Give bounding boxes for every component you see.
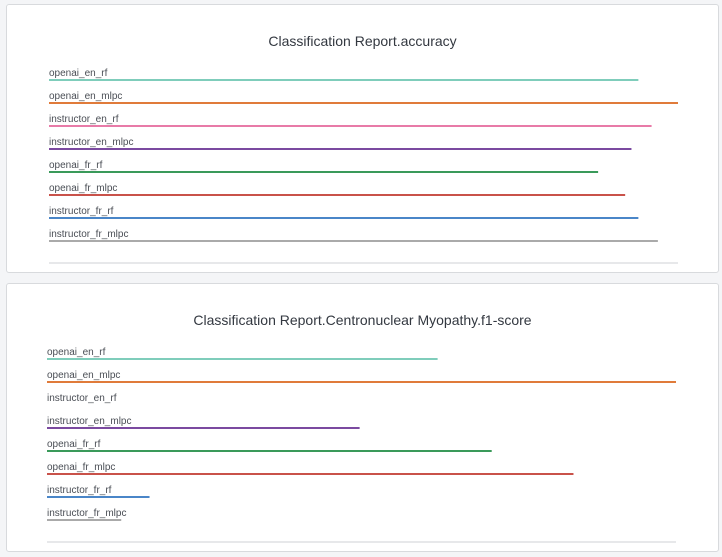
bar-label: openai_fr_rf [47,439,101,450]
bar-label: openai_en_rf [49,68,108,79]
bar-label: instructor_en_mlpc [47,416,131,427]
bar[interactable] [49,79,639,81]
bar[interactable] [49,171,599,173]
bar[interactable] [47,473,574,475]
bar-label: instructor_fr_mlpc [47,508,126,519]
bar-label: instructor_en_rf [47,393,117,404]
f1-score-chart: openai_en_rf openai_en_mlpc instructor_en_… [47,347,676,543]
bar-label: instructor_fr_mlpc [49,229,128,240]
chart-title: Classification Report.Centronuclear Myop… [193,312,532,328]
bar[interactable] [47,496,150,498]
bar[interactable] [49,102,678,104]
bar-label: instructor_en_rf [49,114,119,125]
bar-label: instructor_fr_rf [47,485,112,496]
bar-label: openai_fr_mlpc [49,183,117,194]
bar-label: openai_en_rf [47,347,106,358]
bar-label: openai_en_mlpc [47,370,120,381]
bar-label: instructor_en_mlpc [49,137,133,148]
chart-panel-f1-score: Classification Report.Centronuclear Myop… [6,283,719,552]
bar[interactable] [49,125,652,127]
bar-label: openai_en_mlpc [49,91,122,102]
bar-label: openai_fr_rf [49,160,103,171]
bar[interactable] [47,519,122,521]
bar[interactable] [49,217,639,219]
bar[interactable] [47,427,360,429]
bar[interactable] [49,240,658,242]
accuracy-chart: openai_en_rf openai_en_mlpc instructor_en_… [49,68,678,264]
bar[interactable] [47,450,492,452]
bar[interactable] [49,148,632,150]
bar-label: instructor_fr_rf [49,206,114,217]
bar-label: openai_fr_mlpc [47,462,115,473]
chart-title: Classification Report.accuracy [268,33,457,49]
bar[interactable] [47,358,438,360]
chart-panel-accuracy: Classification Report.accuracy openai_en… [6,4,719,273]
bar[interactable] [49,194,626,196]
bar[interactable] [47,381,676,383]
